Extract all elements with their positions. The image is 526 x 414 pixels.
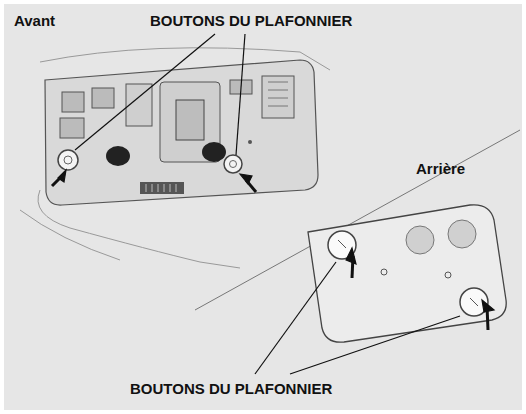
front-console xyxy=(45,60,318,205)
panel-ground xyxy=(4,4,522,410)
headliner-line xyxy=(20,210,120,260)
part-label: BOUTONS DU PLAFONNIER xyxy=(150,12,352,30)
leader-lines xyxy=(52,34,256,192)
rear-console xyxy=(308,205,506,342)
leader-lines xyxy=(255,248,494,374)
part-label: BOUTONS DU PLAFONNIER xyxy=(130,380,332,398)
view-label: Avant xyxy=(14,12,55,30)
view-label: Arrière xyxy=(416,160,465,178)
